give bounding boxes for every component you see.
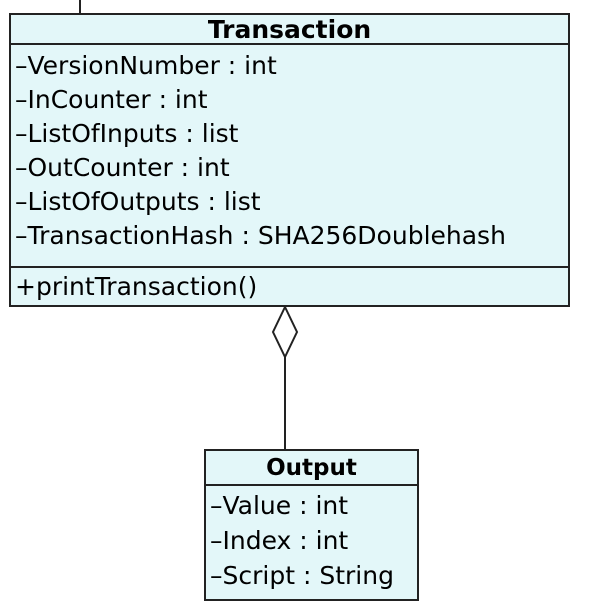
transaction-class-box[interactable]: Transaction –VersionNumber : int –InCoun… [9,13,570,307]
transaction-attribute: –ListOfInputs : list [15,119,239,148]
transaction-attribute: –VersionNumber : int [15,51,277,80]
output-class-name: Output [206,451,417,486]
transaction-operations: +printTransaction() [11,268,568,304]
transaction-operation: +printTransaction() [15,272,258,301]
output-attributes: –Value : int –Index : int –Script : Stri… [206,486,417,593]
transaction-attributes: –VersionNumber : int –InCounter : int –L… [11,45,568,268]
output-attribute: –Value : int [210,491,349,520]
transaction-attribute: –TransactionHash : SHA256Doublehash [15,221,506,250]
transaction-attribute: –InCounter : int [15,85,208,114]
output-attribute: –Script : String [210,561,394,590]
aggregation-diamond-icon [271,304,299,360]
transaction-attribute: –OutCounter : int [15,153,230,182]
transaction-class-name: Transaction [11,15,568,45]
output-attribute: –Index : int [210,526,349,555]
transaction-attribute: –ListOfOutputs : list [15,187,261,216]
output-class-box[interactable]: Output –Value : int –Index : int –Script… [204,449,419,601]
